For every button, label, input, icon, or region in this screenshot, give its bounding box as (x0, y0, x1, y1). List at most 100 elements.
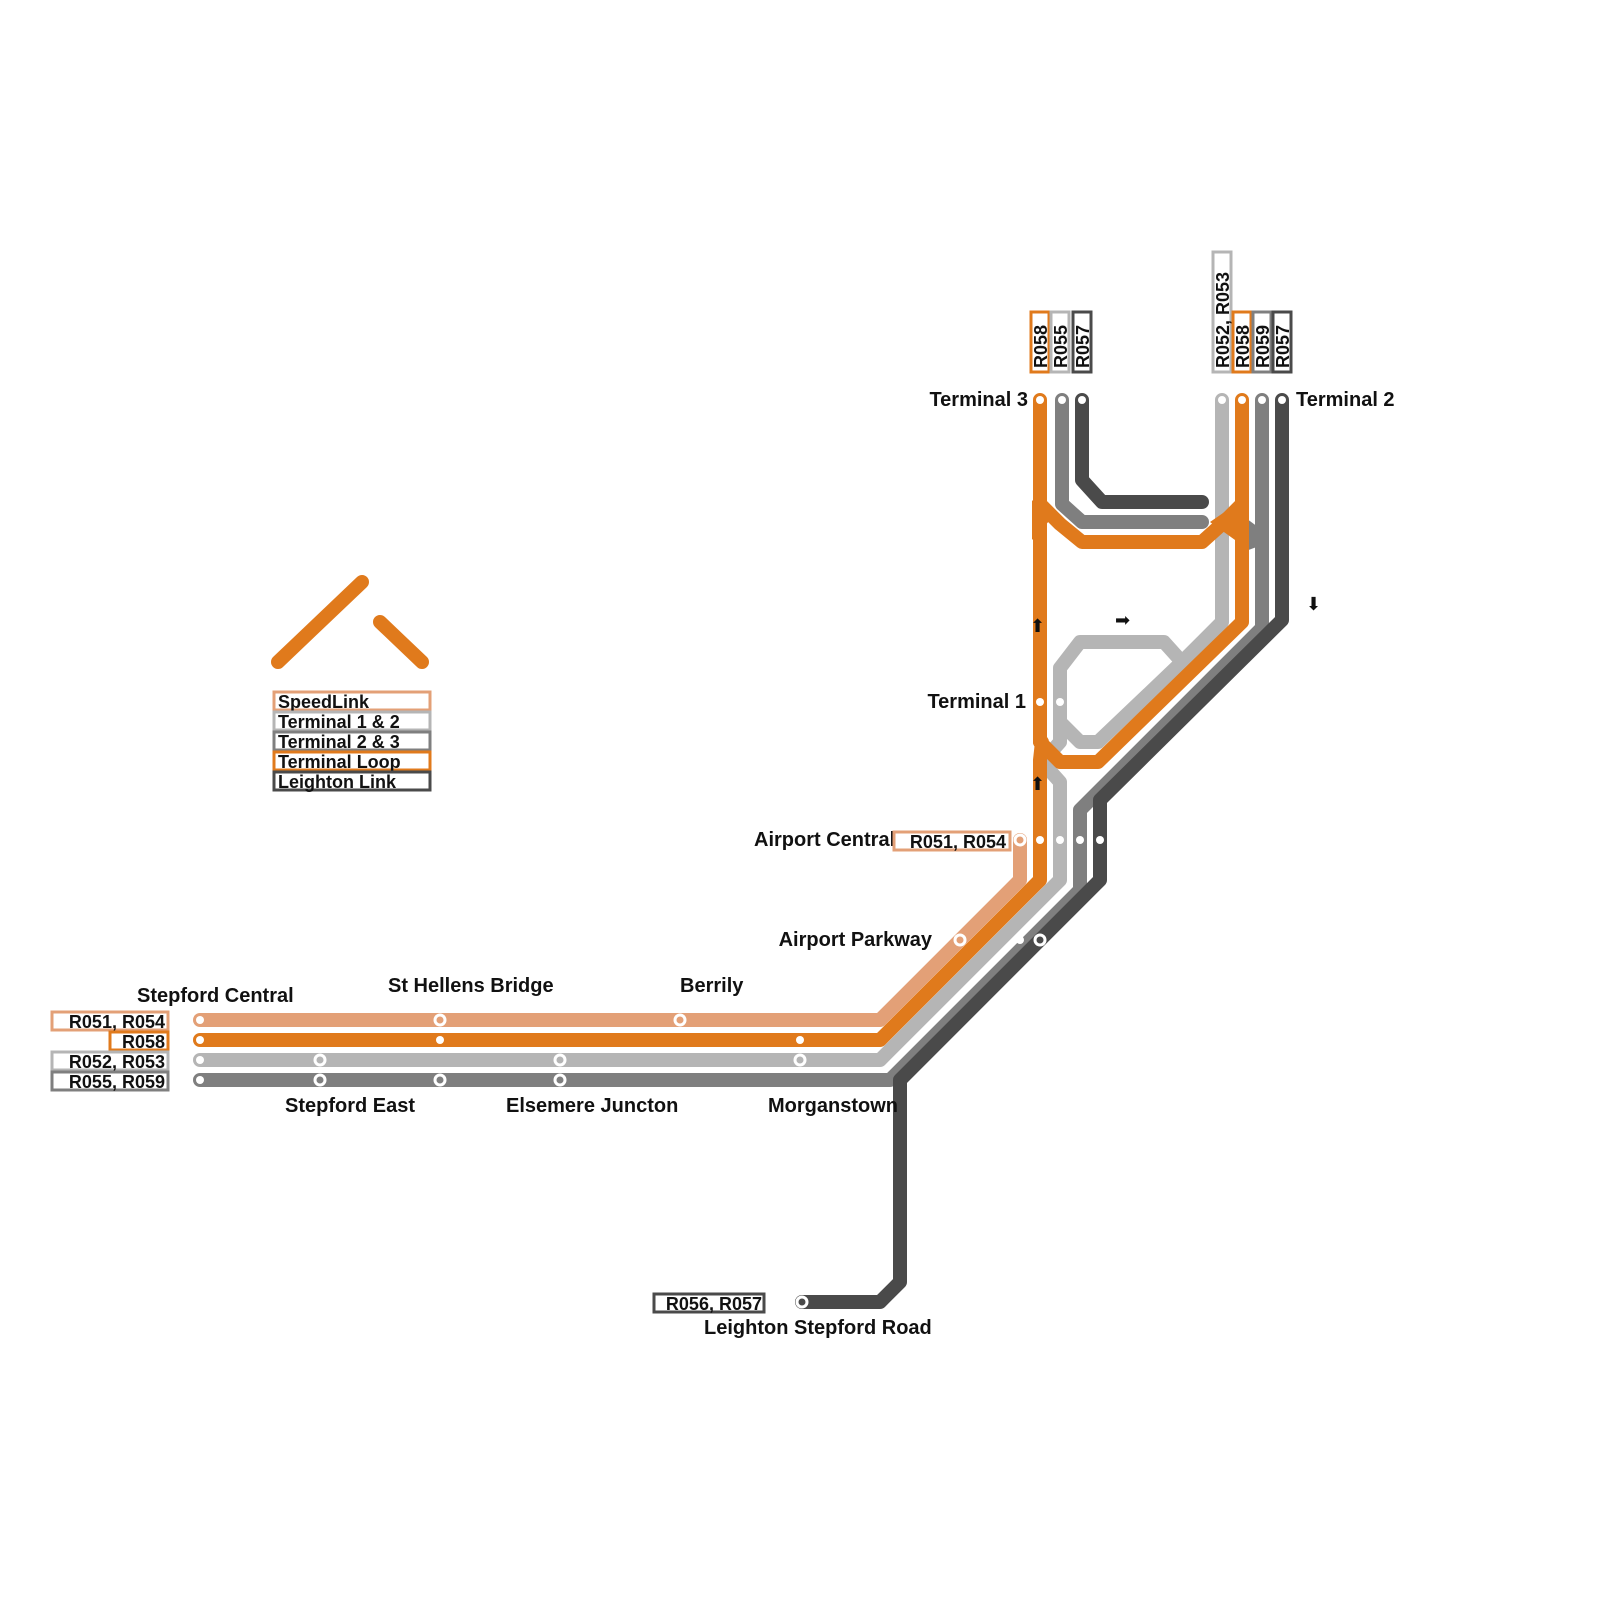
station-marker[interactable] (1056, 698, 1064, 706)
route-badges: R051, R054 R058 R052, R053 R055, R059 R0… (50, 250, 1293, 1314)
station-marker[interactable] (1238, 396, 1246, 404)
legend-item-leighton-link[interactable]: Leighton Link (272, 770, 432, 792)
station-label-stepford-central[interactable]: Stepford Central (137, 985, 294, 1007)
route-badge: R056, R057 (652, 1292, 766, 1314)
station-marker[interactable] (196, 1016, 204, 1024)
station-marker[interactable] (1016, 936, 1024, 944)
junction-fill (1210, 500, 1242, 545)
station-marker[interactable] (196, 1056, 204, 1064)
station-marker[interactable] (436, 1036, 444, 1044)
svg-text:R055, R059: R055, R059 (69, 1072, 165, 1092)
legend-label: Terminal Loop (278, 752, 401, 772)
station-marker[interactable] (673, 1013, 687, 1027)
station-label-leighton-stepford-road[interactable]: Leighton Stepford Road (704, 1317, 932, 1339)
arrow-up-icon: ⬆ (1030, 616, 1045, 637)
route-badge: R058 (1029, 310, 1051, 374)
legend-item-terminal-2-3[interactable]: Terminal 2 & 3 (272, 730, 432, 752)
station-marker[interactable] (1036, 836, 1044, 844)
station-marker[interactable] (1033, 933, 1047, 947)
route-speedlink[interactable] (193, 833, 1027, 1027)
station-marker[interactable] (1078, 396, 1086, 404)
legend-label: Leighton Link (278, 772, 397, 792)
svg-text:R058: R058 (122, 1032, 165, 1052)
route-terminal-loop-return[interactable] (1033, 497, 1249, 769)
station-markers (196, 396, 1286, 1309)
route-terminal-2-3-branch[interactable] (1055, 393, 1209, 529)
station-marker[interactable] (433, 1013, 447, 1027)
station-marker[interactable] (1058, 396, 1066, 404)
svg-text:R058: R058 (1031, 325, 1051, 368)
station-labels: Terminal 3 Terminal 2 Terminal 1 Airport… (137, 389, 1395, 1339)
station-marker[interactable] (1013, 833, 1027, 847)
svg-text:R056, R057: R056, R057 (666, 1294, 762, 1314)
route-badge: R057 (1071, 310, 1093, 374)
station-marker[interactable] (795, 1295, 809, 1309)
station-marker[interactable] (196, 1036, 204, 1044)
station-marker[interactable] (196, 1076, 204, 1084)
station-label-terminal-2[interactable]: Terminal 2 (1296, 389, 1395, 411)
route-badge: R052, R053 (1211, 250, 1233, 374)
svg-text:R057: R057 (1273, 325, 1293, 368)
route-terminal-1-2[interactable] (193, 635, 1189, 1067)
station-label-berrily[interactable]: Berrily (680, 975, 744, 997)
legend-item-speedlink[interactable]: SpeedLink (272, 690, 432, 712)
svg-text:R058: R058 (1233, 325, 1253, 368)
station-label-terminal-3[interactable]: Terminal 3 (929, 389, 1028, 411)
station-marker[interactable] (313, 1073, 327, 1087)
route-terminal-1-2-upper[interactable] (1175, 393, 1229, 669)
station-marker[interactable] (553, 1053, 567, 1067)
station-marker[interactable] (1096, 836, 1104, 844)
station-marker[interactable] (796, 1036, 804, 1044)
direction-arrows: ⬆ ⬆ ➡ ⬇ (1030, 594, 1321, 795)
legend-label: Terminal 1 & 2 (278, 712, 400, 732)
route-badge: R058 (1231, 310, 1253, 374)
station-label-terminal-1[interactable]: Terminal 1 (927, 691, 1026, 713)
arrow-up-icon: ⬆ (1030, 774, 1045, 795)
legend: SpeedLink Terminal 1 & 2 Terminal 2 & 3 … (272, 690, 432, 792)
station-marker[interactable] (793, 1053, 807, 1067)
legend-item-terminal-loop[interactable]: Terminal Loop (272, 750, 432, 772)
station-marker[interactable] (1218, 396, 1226, 404)
legend-swatch (272, 690, 432, 712)
route-leighton-link-branch[interactable] (1075, 393, 1209, 509)
station-label-morganstown[interactable]: Morganstown (768, 1095, 898, 1117)
legend-swatch (272, 710, 432, 732)
svg-text:R057: R057 (1073, 325, 1093, 368)
station-marker[interactable] (1278, 396, 1286, 404)
station-marker[interactable] (313, 1053, 327, 1067)
legend-label: SpeedLink (278, 692, 370, 712)
junction-fill (1032, 500, 1050, 540)
svg-text:R059: R059 (1253, 325, 1273, 368)
arrow-down-icon: ⬇ (1306, 594, 1321, 615)
station-label-airport-central[interactable]: Airport Central (754, 829, 895, 851)
network-logo (271, 575, 429, 669)
station-marker[interactable] (1056, 836, 1064, 844)
svg-text:R051, R054: R051, R054 (910, 832, 1006, 852)
route-badge: R059 (1251, 310, 1273, 374)
route-badge: R051, R054 (50, 1010, 170, 1032)
svg-text:R055: R055 (1051, 325, 1071, 368)
station-label-airport-parkway[interactable]: Airport Parkway (779, 929, 933, 951)
station-marker[interactable] (1076, 836, 1084, 844)
station-marker[interactable] (1036, 698, 1044, 706)
svg-text:R052, R053: R052, R053 (1213, 272, 1233, 368)
legend-swatch (272, 730, 432, 752)
station-label-elsemere-juncton[interactable]: Elsemere Juncton (506, 1095, 678, 1117)
route-terminal-2-3[interactable] (193, 393, 1269, 1087)
route-badge: R055 (1049, 310, 1071, 374)
station-label-stepford-east[interactable]: Stepford East (285, 1095, 415, 1117)
legend-label: Terminal 2 & 3 (278, 732, 400, 752)
legend-swatch (272, 770, 432, 792)
legend-item-terminal-1-2[interactable]: Terminal 1 & 2 (272, 710, 432, 732)
station-marker[interactable] (953, 933, 967, 947)
station-marker[interactable] (553, 1073, 567, 1087)
route-lines (193, 393, 1289, 1309)
svg-text:R052, R053: R052, R053 (69, 1052, 165, 1072)
station-marker[interactable] (433, 1073, 447, 1087)
route-badge: R057 (1271, 310, 1293, 374)
station-marker[interactable] (1036, 396, 1044, 404)
station-label-st-hellens-bridge[interactable]: St Hellens Bridge (388, 975, 554, 997)
route-badge: R051, R054 (892, 830, 1012, 852)
route-leighton-link[interactable] (795, 393, 1289, 1309)
station-marker[interactable] (1258, 396, 1266, 404)
